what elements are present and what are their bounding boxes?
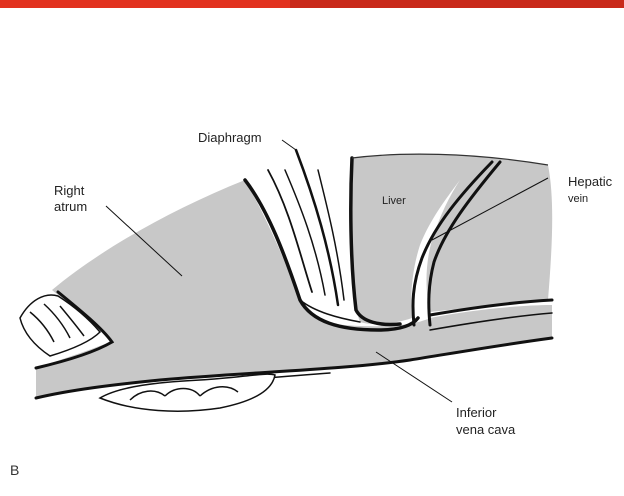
diaphragm-label: Diaphragm (198, 130, 262, 146)
liver-label: Liver (382, 193, 406, 209)
ivc-label-line1: Inferior (456, 405, 496, 421)
hepatic-vein-label-line1: Hepatic (568, 174, 612, 190)
liver-shape (350, 154, 552, 324)
ivc-label-line2: vena cava (456, 422, 515, 438)
right-atrum-label-line1: Right (54, 183, 84, 199)
hepatic-vein-label-line2: vein (568, 191, 588, 207)
panel-letter: B (10, 462, 19, 478)
right-atrum-label-line2: atrum (54, 199, 87, 215)
